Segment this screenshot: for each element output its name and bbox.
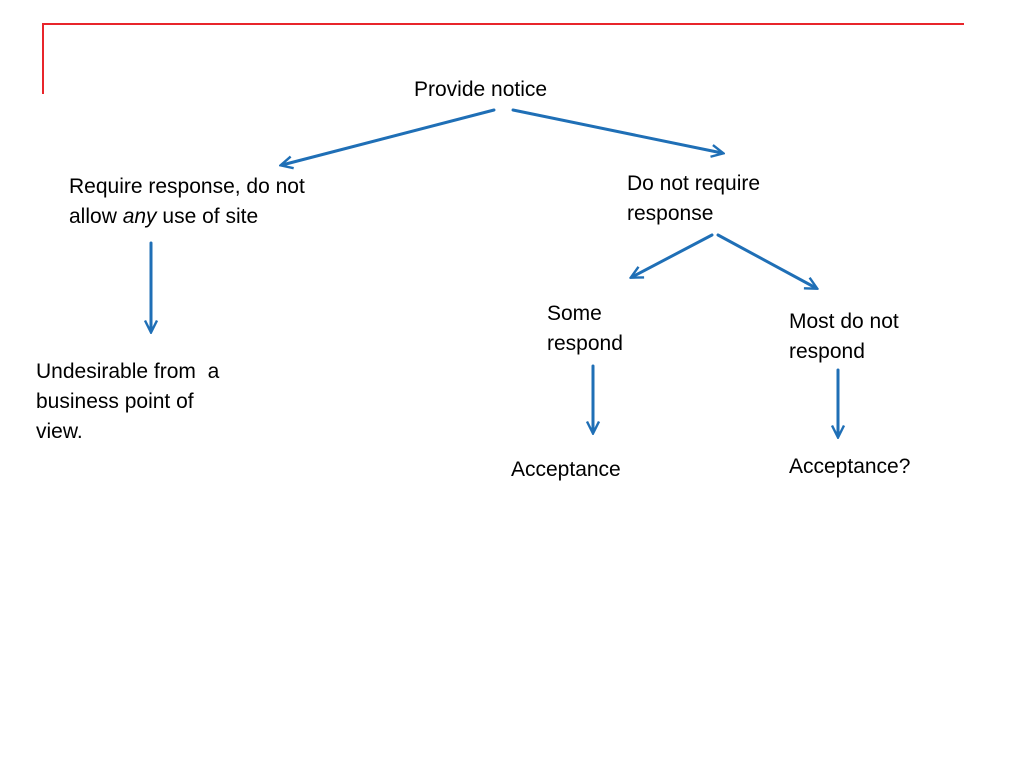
node-require-response-line2: allow any use of site [69,202,305,232]
arrow-root-to-no-require [511,108,722,153]
node-undesirable: Undesirable from a business point of vie… [36,357,219,447]
node-require-response-line2-prefix: allow [69,205,123,228]
node-some-respond: Some respond [547,299,623,359]
arrow-no-require-to-some [632,233,714,277]
node-require-response: Require response, do not allow any use o… [69,172,305,232]
node-acceptance: Acceptance [511,455,621,485]
node-acceptance-label: Acceptance [511,458,621,481]
node-undesirable-line1: Undesirable from a [36,360,220,383]
node-most-do-not-respond-line1: Most do not [789,310,899,333]
node-require-response-line2-suffix: use of site [156,205,259,228]
node-provide-notice: Provide notice [414,75,547,105]
node-most-do-not-respond: Most do not respond [789,307,899,367]
arrow-root-to-require [282,108,496,165]
node-provide-notice-label: Provide notice [414,78,548,101]
node-do-not-require-line2: response [627,202,714,225]
frame-left-line [42,23,44,94]
frame-top-line [42,23,964,25]
node-require-response-emphasis: any [122,205,157,228]
node-acceptance-question-label: Acceptance? [789,455,911,478]
node-undesirable-line2: business point of [36,390,194,413]
node-do-not-require-response: Do not require response [627,169,760,229]
node-do-not-require-line1: Do not require [627,172,761,195]
node-undesirable-line3: view. [36,420,83,443]
arrow-no-require-to-most [716,233,816,288]
node-some-respond-line2: respond [547,332,623,355]
node-most-do-not-respond-line2: respond [789,340,865,363]
node-require-response-line1: Require response, do not [69,175,305,198]
node-acceptance-question: Acceptance? [789,452,910,482]
node-some-respond-line1: Some [547,302,602,325]
